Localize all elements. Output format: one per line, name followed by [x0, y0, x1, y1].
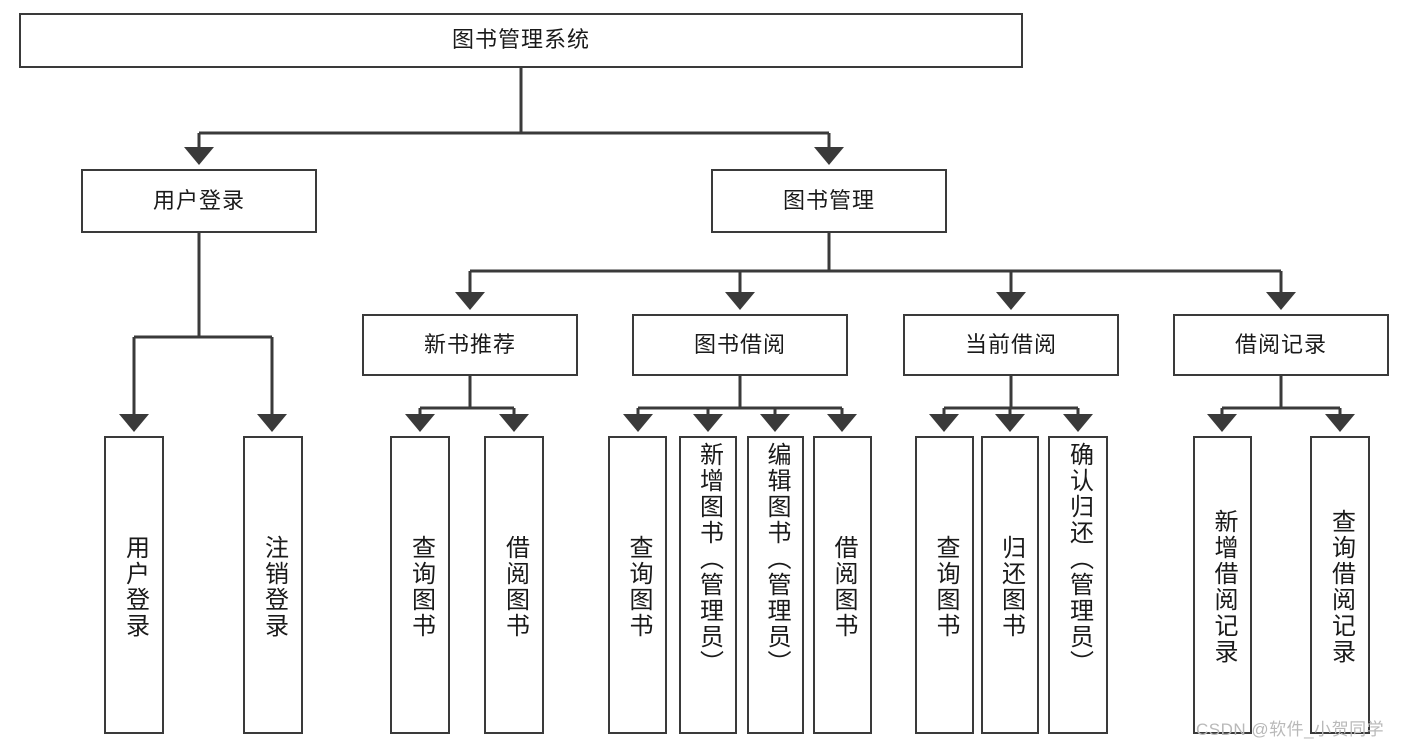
node-leaf-borrow-book-1-label: 借阅图书: [501, 535, 529, 639]
node-leaf-query-book-3-label: 查询图书: [931, 535, 959, 639]
node-leaf-return-book[interactable]: 归还图书: [981, 436, 1039, 734]
node-leaf-borrow-book-2[interactable]: 借阅图书: [813, 436, 872, 734]
node-leaf-query-book-3[interactable]: 查询图书: [915, 436, 974, 734]
node-leaf-user-login[interactable]: 用户登录: [104, 436, 164, 734]
node-leaf-query-record[interactable]: 查询借阅记录: [1310, 436, 1370, 734]
node-leaf-confirm-return-label: 确认归还（管理员）: [1065, 442, 1093, 676]
node-leaf-user-logout[interactable]: 注销登录: [243, 436, 303, 734]
node-leaf-return-book-label: 归还图书: [997, 535, 1025, 639]
node-leaf-borrow-book-2-label: 借阅图书: [829, 535, 857, 639]
node-leaf-add-book-label: 新增图书（管理员）: [695, 442, 723, 676]
node-leaf-confirm-return[interactable]: 确认归还（管理员）: [1048, 436, 1108, 734]
node-leaf-edit-book[interactable]: 编辑图书（管理员）: [747, 436, 804, 734]
node-leaf-query-book-2[interactable]: 查询图书: [608, 436, 667, 734]
node-leaf-add-book[interactable]: 新增图书（管理员）: [679, 436, 737, 734]
watermark: CSDN @软件_小贺同学: [1196, 720, 1385, 739]
node-book-management-label: 图书管理: [782, 187, 875, 213]
node-new-book-recommend[interactable]: 新书推荐: [362, 314, 578, 376]
node-leaf-query-book-2-label: 查询图书: [624, 535, 652, 639]
node-user-login-label: 用户登录: [152, 187, 245, 213]
node-leaf-query-book-1[interactable]: 查询图书: [390, 436, 450, 734]
node-book-management[interactable]: 图书管理: [711, 169, 947, 233]
node-book-borrow[interactable]: 图书借阅: [632, 314, 848, 376]
node-root-label: 图书管理系统: [451, 27, 590, 53]
node-leaf-user-login-label: 用户登录: [121, 535, 149, 639]
node-leaf-edit-book-label: 编辑图书（管理员）: [762, 442, 790, 676]
node-current-borrow[interactable]: 当前借阅: [903, 314, 1119, 376]
node-leaf-add-record-label: 新增借阅记录: [1209, 509, 1237, 665]
node-current-borrow-label: 当前借阅: [964, 331, 1057, 357]
node-user-login[interactable]: 用户登录: [81, 169, 317, 233]
node-leaf-user-logout-label: 注销登录: [260, 535, 288, 639]
node-borrow-record-label: 借阅记录: [1234, 331, 1327, 357]
node-borrow-record[interactable]: 借阅记录: [1173, 314, 1389, 376]
node-leaf-query-book-1-label: 查询图书: [407, 535, 435, 639]
node-leaf-borrow-book-1[interactable]: 借阅图书: [484, 436, 544, 734]
node-new-book-recommend-label: 新书推荐: [423, 331, 516, 357]
node-leaf-add-record[interactable]: 新增借阅记录: [1193, 436, 1252, 734]
node-root[interactable]: 图书管理系统: [19, 13, 1023, 68]
node-book-borrow-label: 图书借阅: [693, 331, 786, 357]
node-leaf-query-record-label: 查询借阅记录: [1327, 509, 1355, 665]
